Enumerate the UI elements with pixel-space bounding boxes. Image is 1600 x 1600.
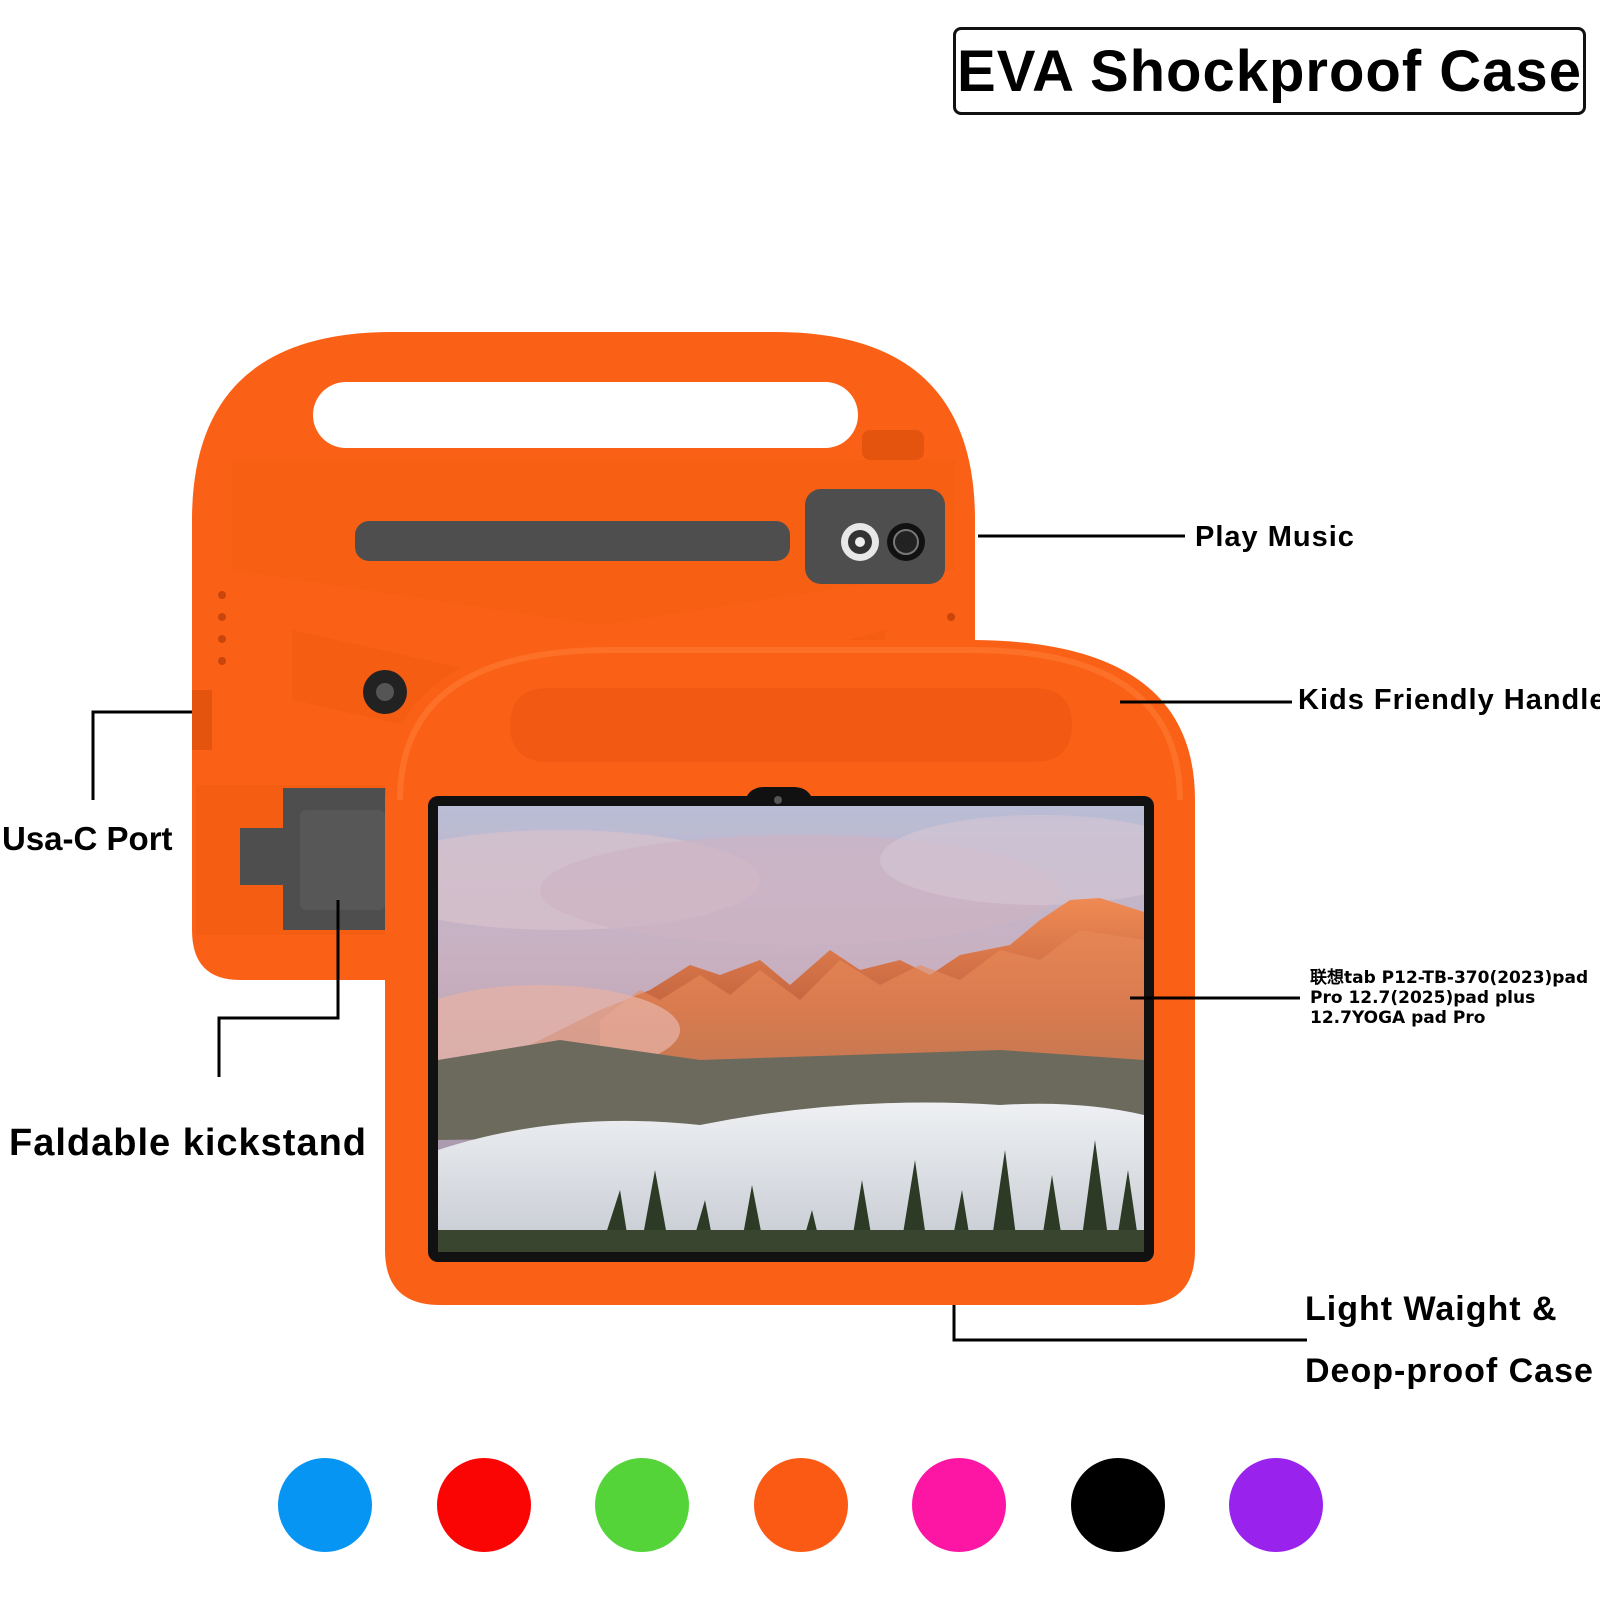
swatch-purple[interactable] — [1229, 1458, 1323, 1552]
tablet-screen — [438, 806, 1144, 1252]
callout-kids-handle: Kids Friendly Handle — [1298, 684, 1600, 716]
callout-usb-port: Usa-C Port — [2, 820, 173, 857]
swatch-blue[interactable] — [278, 1458, 372, 1552]
color-swatches — [278, 1458, 1323, 1552]
front-camera-icon — [774, 796, 782, 804]
swatch-black[interactable] — [1070, 1458, 1165, 1552]
case-front-view — [385, 640, 1195, 1305]
compat-line: 联想tab P12-TB-370(2023)pad — [1310, 968, 1589, 988]
page-title: EVA Shockproof Case — [953, 27, 1586, 115]
pen-slot — [355, 521, 790, 561]
callout-play-music: Play Music — [1195, 521, 1355, 553]
swatch-green[interactable] — [595, 1458, 689, 1552]
back-handle-opening — [313, 382, 858, 448]
callout-compatibility: 联想tab P12-TB-370(2023)pad Pro 12.7(2025)… — [1310, 968, 1600, 1028]
callout-lines — [91, 534, 1307, 1342]
compat-line: 12.7YOGA pad Pro — [1310, 1008, 1486, 1028]
compat-line: Pro 12.7(2025)pad plus — [1310, 988, 1536, 1008]
callout-kickstand: Faldable kickstand — [9, 1122, 368, 1164]
swatch-red[interactable] — [436, 1458, 531, 1552]
swatch-pink[interactable] — [912, 1458, 1006, 1552]
swatch-orange[interactable] — [753, 1458, 848, 1552]
callout-light-weight: Light Waight & — [1305, 1290, 1558, 1328]
callout-drop-proof: Deop-proof Case — [1305, 1352, 1594, 1390]
